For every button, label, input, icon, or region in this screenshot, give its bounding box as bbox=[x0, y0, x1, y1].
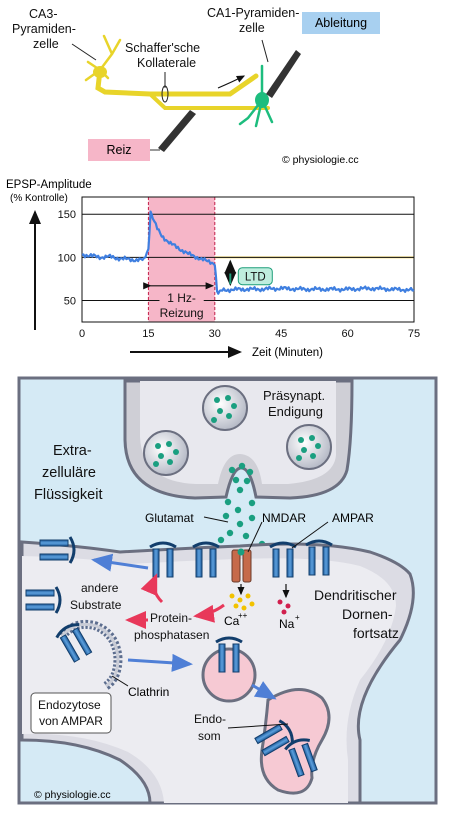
lateral-diffusion-arrow bbox=[91, 553, 149, 572]
ca-to-phosphatase-arrow bbox=[193, 603, 225, 623]
synapse-panel: Präsynapt. Endigung Extra- zelluläre Flü… bbox=[17, 376, 438, 805]
reiz-label: Reiz bbox=[106, 143, 131, 157]
na-label: Na bbox=[279, 617, 295, 631]
chart-xlabel: Zeit (Minuten) bbox=[252, 347, 323, 359]
praesynapt-label: Präsynapt. Endigung bbox=[263, 388, 329, 419]
epsp-series-line bbox=[81, 210, 415, 295]
endosome-transfer-arrow bbox=[251, 681, 277, 700]
clathrin-label: Clathrin bbox=[128, 685, 169, 699]
nmdar-pointer bbox=[247, 521, 263, 553]
stim-electrode bbox=[158, 110, 196, 152]
nmdar-channel bbox=[231, 548, 252, 583]
receptors bbox=[25, 536, 333, 778]
ca1-pointer bbox=[261, 39, 269, 63]
vesicles bbox=[143, 385, 332, 593]
ableitung-box bbox=[302, 12, 380, 34]
dendritischer-label: Dendritischer Dornen- fortsatz bbox=[314, 587, 400, 641]
ampar-receptor bbox=[25, 586, 62, 614]
chart-ylabel-2: (% Kontrolle) bbox=[10, 193, 68, 204]
ampar-receptor bbox=[215, 636, 243, 673]
vesicle bbox=[202, 385, 248, 431]
recording-electrode bbox=[266, 50, 301, 98]
x-tick-label: 15 bbox=[142, 328, 154, 340]
x-tick-label: 30 bbox=[209, 328, 221, 340]
ca-label: Ca bbox=[224, 614, 240, 628]
y-tick-label: 150 bbox=[58, 209, 76, 221]
ampar-pointer bbox=[291, 521, 329, 549]
ampar-receptor bbox=[149, 541, 177, 578]
endozytose-label: Endozytose von AMPAR bbox=[38, 698, 104, 728]
schaffer-label: Schaffer'sche Kollaterale bbox=[125, 41, 204, 70]
reiz-box bbox=[88, 139, 150, 161]
top-copyright: © physiologie.cc bbox=[282, 154, 359, 166]
ampar-receptor bbox=[305, 539, 333, 576]
ca-charge: ++ bbox=[238, 611, 248, 620]
presynaptic-inner bbox=[140, 381, 336, 484]
vesicle bbox=[143, 430, 189, 476]
bottom-copyright: © physiologie.cc bbox=[34, 789, 111, 801]
ltd-label: LTD bbox=[245, 272, 266, 284]
x-tick-label: 0 bbox=[79, 328, 85, 340]
ampar-receptor bbox=[269, 541, 297, 578]
ampar-receptor bbox=[284, 738, 318, 778]
endosom-label: Endo- som bbox=[194, 712, 229, 743]
ampar-receptor bbox=[254, 719, 294, 757]
sodium-ions bbox=[277, 599, 291, 615]
ca3-soma bbox=[93, 66, 107, 78]
stim-label-bg bbox=[159, 289, 204, 318]
ampar-receptor bbox=[39, 536, 76, 564]
nmdar-label: NMDAR bbox=[262, 511, 306, 525]
extrazellulaer-label: Extra- zelluläre Flüssigkeit bbox=[34, 443, 103, 503]
ca3-label: CA3- Pyramiden- zelle bbox=[12, 7, 79, 51]
endosome-vesicle bbox=[201, 647, 257, 703]
ampar-label: AMPAR bbox=[332, 511, 374, 525]
na-charge: + bbox=[295, 613, 300, 622]
plot-frame bbox=[81, 196, 415, 323]
glutamat-pointer bbox=[203, 516, 229, 523]
ampar-receptor bbox=[192, 541, 220, 578]
ca1-neuron bbox=[238, 64, 274, 128]
chart-ylabel-1: EPSP-Amplitude bbox=[6, 179, 92, 191]
endocytosis-arrow bbox=[127, 653, 193, 672]
x-tick-label: 75 bbox=[408, 328, 420, 340]
ampar-receptor bbox=[55, 623, 93, 663]
calcium-ions bbox=[229, 593, 255, 611]
endozytose-box bbox=[30, 692, 112, 734]
ableitung-label: Ableitung bbox=[315, 16, 367, 30]
x-tick-label: 45 bbox=[275, 328, 287, 340]
glutamat-label: Glutamat bbox=[145, 511, 194, 525]
stim-label-1: 1 Hz- bbox=[167, 291, 196, 305]
plot-area: 50 100 150 0 15 30 45 60 75 1 Hz-Reizung LTD bbox=[58, 196, 420, 340]
andere-substrate-label: andere Substrate bbox=[70, 581, 122, 612]
ltd-box bbox=[237, 267, 273, 286]
neuron-schematic: CA3- Pyramiden- zelle Schaffer'sche Koll… bbox=[12, 6, 380, 166]
y-tick-label: 50 bbox=[64, 295, 76, 307]
endosom-pointer bbox=[227, 723, 289, 729]
clathrin-pointer bbox=[111, 675, 129, 687]
stim-label-2: Reizung bbox=[160, 306, 204, 320]
ca1-label: CA1-Pyramiden- zelle bbox=[207, 6, 303, 35]
ca3-pointer bbox=[71, 43, 97, 61]
protein-phosphatasen-label: Protein- phosphatasen bbox=[134, 611, 209, 642]
direction-arrow bbox=[217, 75, 246, 89]
ca1-soma bbox=[255, 92, 269, 108]
vesicle bbox=[286, 424, 332, 470]
x-tick-label: 60 bbox=[341, 328, 353, 340]
epsp-chart: EPSP-Amplitude (% Kontrolle) Zeit (Minut… bbox=[6, 179, 420, 359]
phosphatase-to-receptor-arrow bbox=[140, 573, 164, 604]
y-tick-label: 100 bbox=[58, 252, 76, 264]
